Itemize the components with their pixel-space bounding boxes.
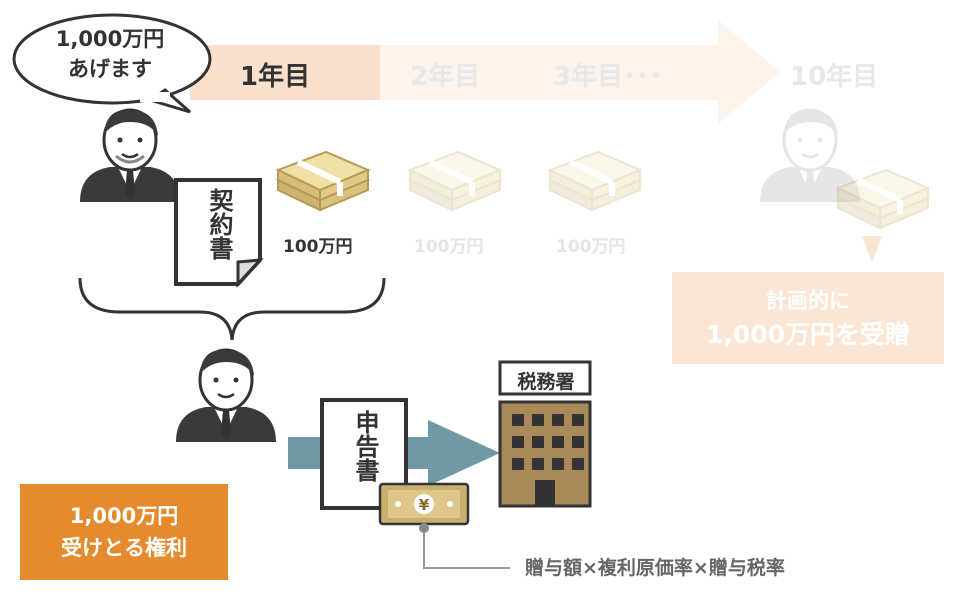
timeline-arrow <box>190 20 780 124</box>
connector-dot <box>419 523 429 533</box>
year-label-10: 10年目 <box>790 62 879 92</box>
year-label-2: 2年目 <box>410 62 481 92</box>
payment-label-year2: 100万円 <box>414 237 484 257</box>
receiving-right-callout: 1,000万円 受けとる権利 <box>20 484 228 580</box>
money-bundle-year2 <box>410 152 500 210</box>
contract-document <box>174 178 264 288</box>
planned-gift-line1: 計画的に <box>766 289 850 313</box>
year-label-3: 3年目･･･ <box>553 62 663 92</box>
brace <box>78 277 386 341</box>
speech-bubble <box>12 13 212 114</box>
callout-pointer <box>862 236 882 262</box>
speech-bubble-text: 1,000万円 あげます <box>30 24 190 84</box>
yen-note: ¥ <box>378 482 470 526</box>
svg-text:¥: ¥ <box>419 496 430 514</box>
receiver-figure <box>174 348 278 444</box>
formula-connector <box>423 524 510 569</box>
speech-bubble-line1: 1,000万円 <box>55 27 165 51</box>
planned-gift-callout: 計画的に 1,000万円を受贈 <box>672 272 944 364</box>
tax-office-building <box>498 360 592 508</box>
money-bundle-year1 <box>278 152 368 210</box>
speech-bubble-line2: あげます <box>68 57 152 81</box>
receiving-right-line1: 1,000万円 <box>69 504 179 528</box>
planned-gift-line2: 1,000万円を受贈 <box>705 320 911 349</box>
tax-office-label: 税務署 <box>517 371 575 393</box>
contract-document-text: 契約書 <box>205 188 233 260</box>
giver-figure <box>78 108 182 204</box>
payment-label-year3: 100万円 <box>556 237 626 257</box>
payment-label-year1: 100万円 <box>283 237 353 257</box>
money-bundle-year3 <box>550 152 640 210</box>
tax-formula: 贈与額×複利原価率×贈与税率 <box>525 557 785 579</box>
receiving-right-line2: 受けとる権利 <box>61 536 187 560</box>
declaration-document-text: 申告書 <box>351 410 379 482</box>
year-label-1: 1年目 <box>240 62 311 92</box>
